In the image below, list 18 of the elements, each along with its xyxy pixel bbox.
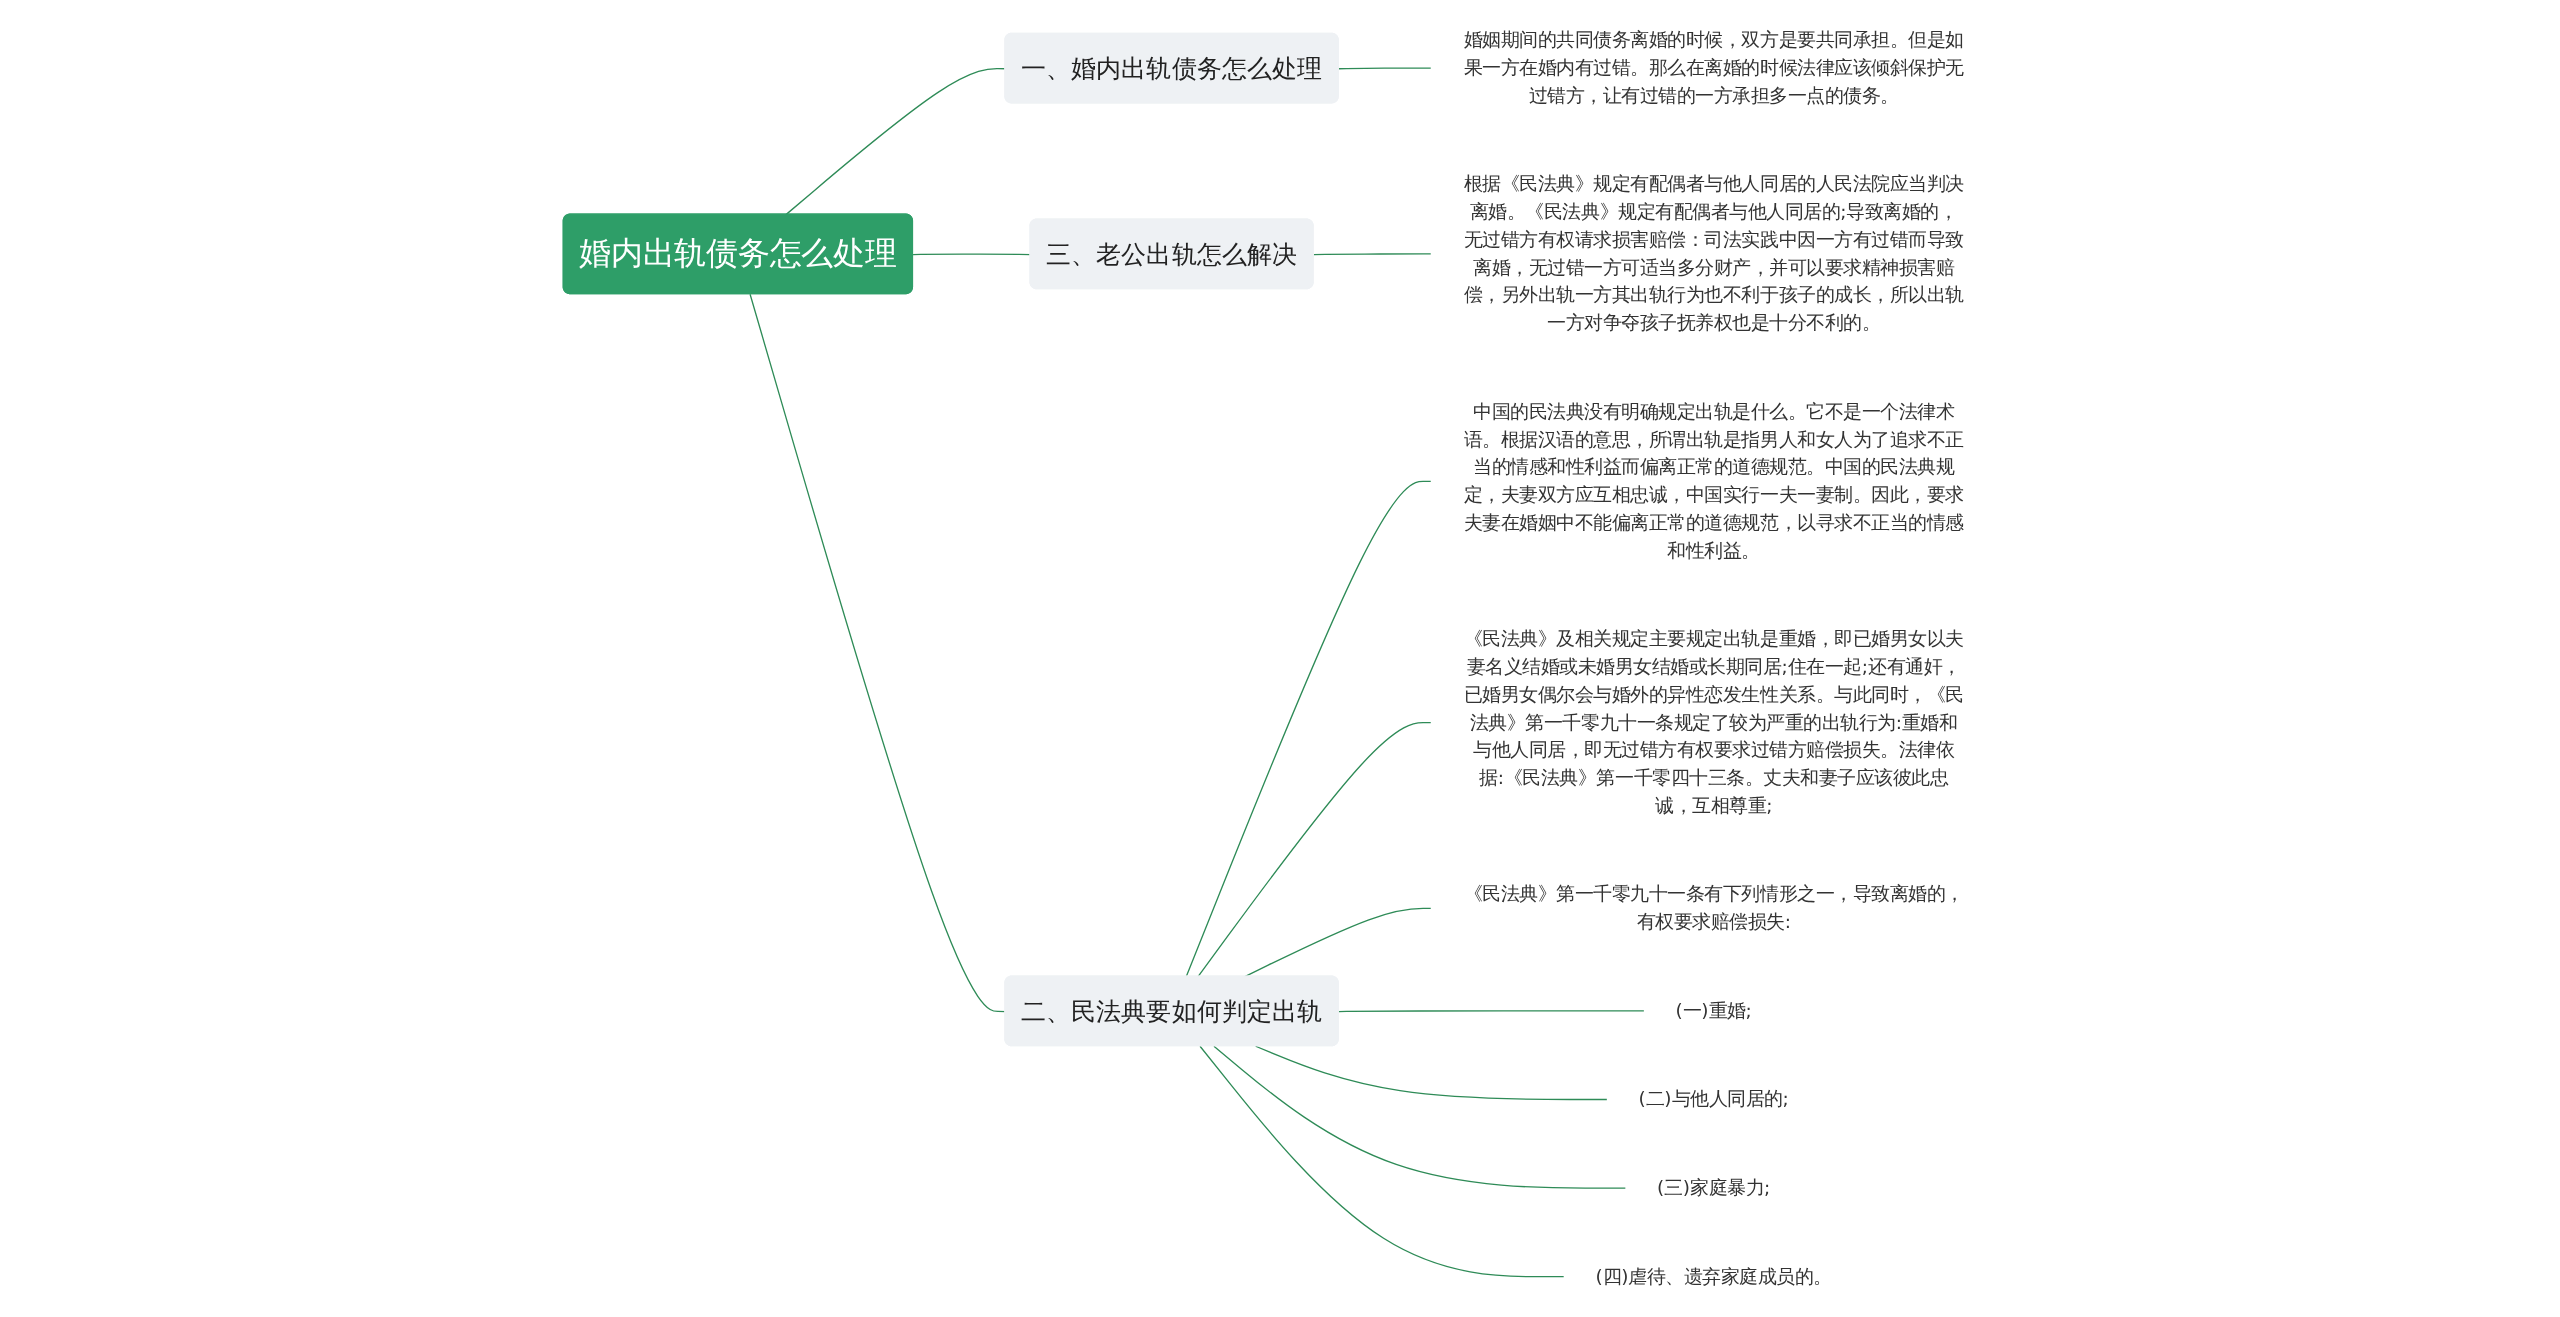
node-text: 《民法典》第一千零九十一条有下列情形之一，导致离婚的，有权要求赔偿损失: bbox=[1463, 883, 1964, 933]
node-text: 中国的民法典没有明确规定出轨是什么。它不是一个法律术语。根据汉语的意思，所谓出轨是指男人和女人为了追求不正当的情感和性利益而偏离正常的道德规范。中国的民法典规定，夫妻双方应互相忠诚，中国实行一夫一妻制。因此，要求夫妻在婚姻中不能偏离正常的道德规范，以寻求不正当的情感和性利益。 bbox=[1463, 400, 1964, 561]
node-text: (四)虐待、遗弃家庭成员的。 bbox=[1595, 1265, 1833, 1287]
node-text: (二)与他人同居的; bbox=[1638, 1088, 1789, 1110]
connector bbox=[1338, 67, 1432, 70]
connector bbox=[1199, 1045, 1565, 1278]
connector bbox=[1313, 253, 1432, 256]
connector bbox=[1255, 1045, 1608, 1101]
connector bbox=[1338, 1010, 1645, 1013]
node-text: (三)家庭暴力; bbox=[1657, 1176, 1771, 1198]
connector bbox=[1213, 1045, 1626, 1189]
connector bbox=[1243, 907, 1432, 978]
node-text: 婚姻期间的共同债务离婚的时候，双方是要共同承担。但是如果一方在婚内有过错。那么在离婚的时候法律应该倾斜保护无过错方，让有过错的一方承担多一点的债务。 bbox=[1463, 29, 1964, 106]
node-text: 《民法典》及相关规定主要规定出轨是重婚，即已婚男女以夫妻名义结婚或未婚男女结婚或长期同居;住在一起;还有通奸，已婚男女偶尔会与婚外的异性恋发生性关系。与此同时，《民法典》第一千零九十一条规定了较为严重的出轨行为:重婚和与他人同居，即无过错方有权要求过错方赔偿损失。法律依据:《民法典》第一千零四十三条。丈夫和妻子应该彼此忠诚，互相尊重; bbox=[1463, 628, 1964, 816]
node-text: (一)重婚; bbox=[1675, 999, 1752, 1021]
node-text: 根据《民法典》规定有配偶者与他人同居的人民法院应当判决离婚。《民法典》规定有配偶者与他人同居的;导致离婚的，无过错方有权请求损害赔偿：司法实践中因一方有过错而导致离婚，无过错一方可适当多分财产，并可以要求精神损害赔偿，另外出轨一方其出轨行为也不利于孩子的成长，所以出轨一方对争夺孩子抚养权也是十分不利的。 bbox=[1463, 173, 1964, 334]
connector bbox=[1197, 721, 1432, 978]
connector bbox=[1185, 480, 1432, 978]
